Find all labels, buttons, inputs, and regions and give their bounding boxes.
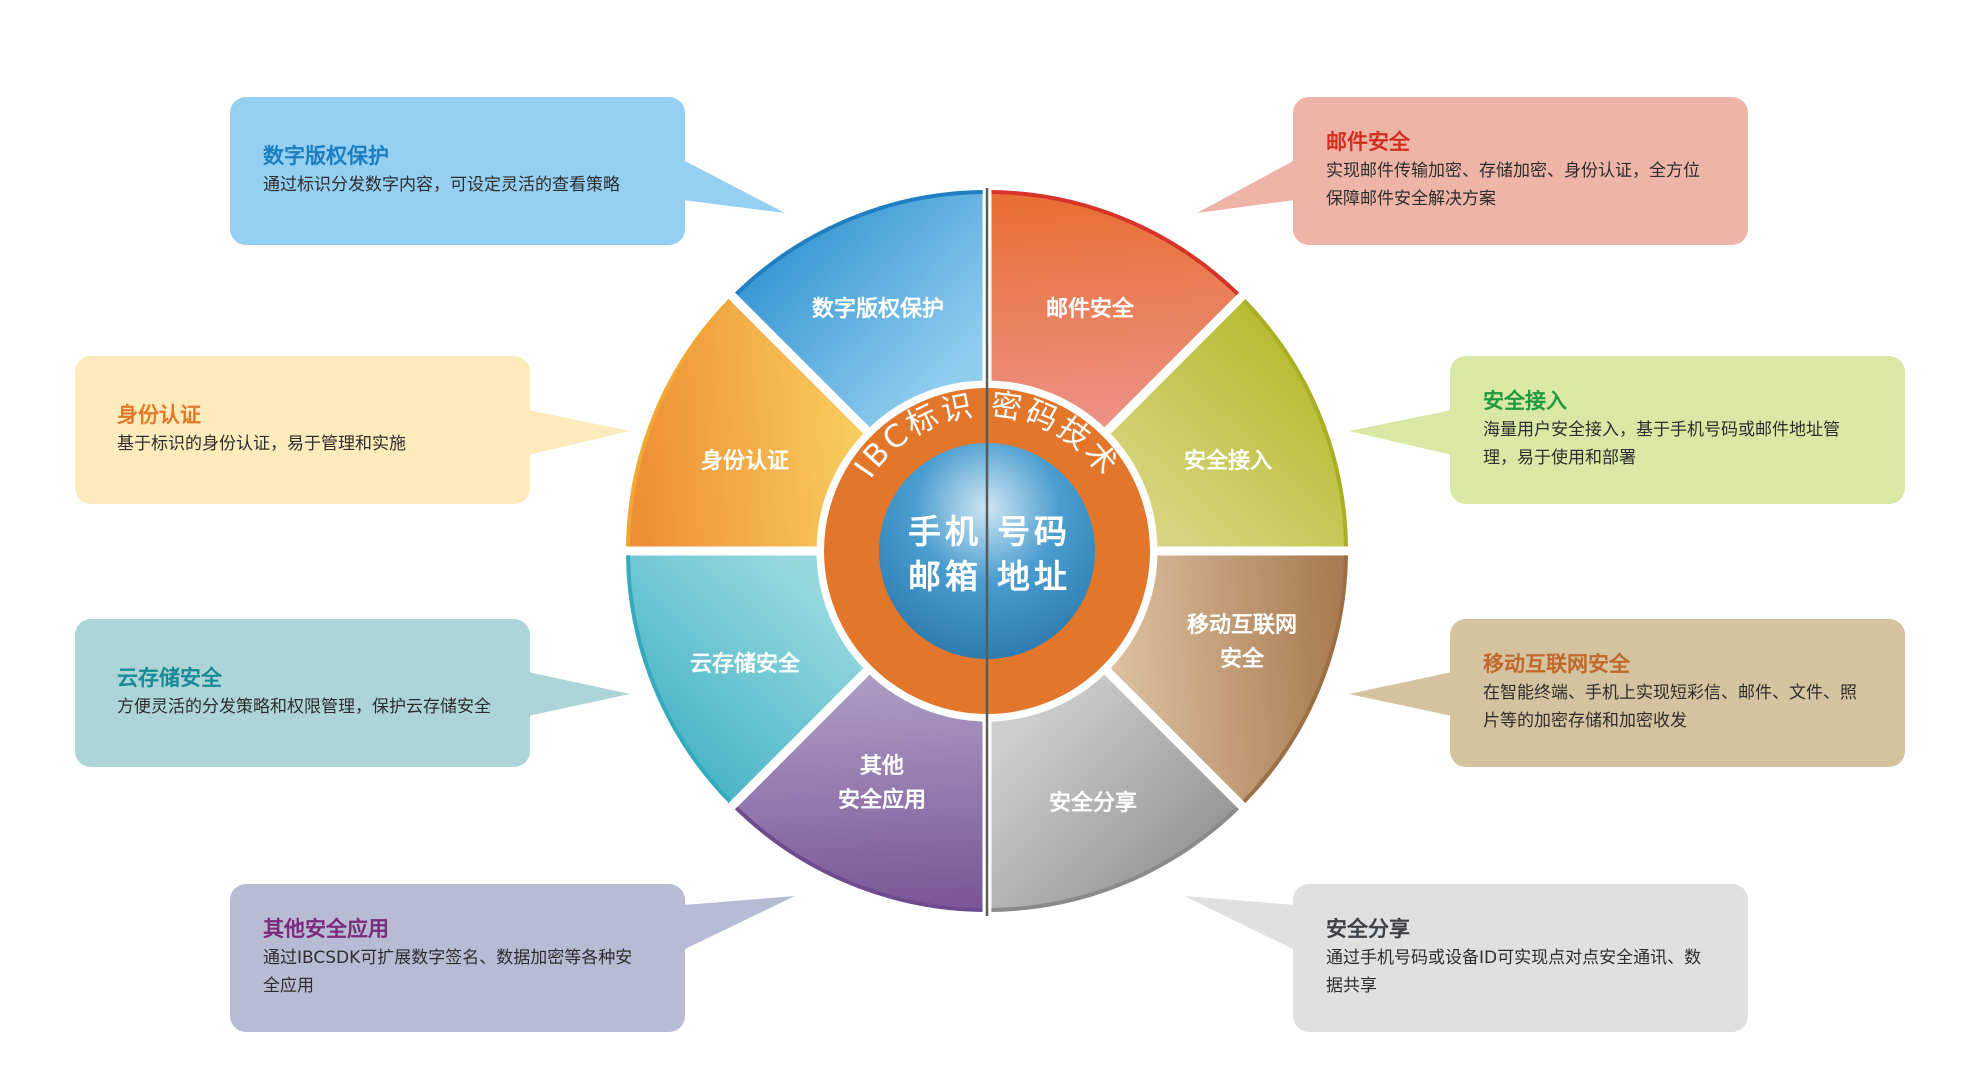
callout-title: 邮件安全 [1326,130,1410,154]
segment-label-mobile-internet: 移动互联网 [1187,612,1297,638]
callout-description: 基于标识的身份认证，易于管理和实施 [117,434,406,454]
segment-edge-cloud-storage [626,555,732,804]
callout-pointer-other-apps [683,896,795,950]
segment-edge-digital-rights [734,190,983,296]
callout-cloud-storage: 云存储安全方便灵活的分发策略和权限管理，保护云存储安全 [75,619,530,767]
segment-edge-identity-auth [626,298,732,547]
segment-label-mobile-internet: 安全 [1220,646,1265,672]
callout-pointer-cloud-storage [528,672,630,716]
segment-edge-other-apps [734,806,983,912]
callout-description: 海量用户安全接入，基于手机号码或邮件地址管理，易于使用和部署 [1483,420,1840,468]
callout-pointers [528,160,1452,950]
callout-title: 数字版权保护 [263,144,389,168]
callout-title: 其他安全应用 [263,917,389,941]
callout-pointer-secure-share [1184,896,1295,950]
callout-description: 在智能终端、手机上实现短彩信、邮件、文件、照片等的加密存储和加密收发 [1483,683,1857,731]
segment-edge-email-security [991,190,1240,296]
callout-email-security: 邮件安全实现邮件传输加密、存储加密、身份认证，全方位保障邮件安全解决方案 [1293,97,1748,245]
callout-other-apps: 其他安全应用通过IBCSDK可扩展数字签名、数据加密等各种安全应用 [230,884,685,1032]
callout-pointer-email-security [1197,160,1295,213]
callout-description: 方便灵活的分发策略和权限管理，保护云存储安全 [117,697,491,717]
callout-pointer-mobile-internet [1349,672,1452,716]
callout-title: 安全分享 [1326,917,1410,941]
segment-label-identity-auth: 身份认证 [701,448,789,474]
segment-edge-secure-share [991,806,1240,912]
callout-title: 云存储安全 [117,666,222,690]
callout-secure-access: 安全接入海量用户安全接入，基于手机号码或邮件地址管理，易于使用和部署 [1450,356,1905,504]
callout-title: 身份认证 [117,403,201,427]
segment-edge-mobile-internet [1242,555,1348,804]
callout-mobile-internet: 移动互联网安全在智能终端、手机上实现短彩信、邮件、文件、照片等的加密存储和加密收… [1450,619,1905,767]
center-text-mailbox: 邮箱 [908,557,982,596]
callout-pointer-secure-access [1349,410,1452,455]
segment-label-cloud-storage: 云存储安全 [690,651,801,677]
callout-title: 安全接入 [1483,389,1567,413]
callout-pointer-identity-auth [528,410,630,455]
wheel [617,181,1357,921]
callout-description: 通过IBCSDK可扩展数字签名、数据加密等各种安全应用 [263,948,633,996]
callout-description: 通过标识分发数字内容，可设定灵活的查看策略 [263,175,620,195]
segment-label-secure-share: 安全分享 [1049,790,1137,816]
segment-label-other-apps: 其他 [860,754,904,779]
callout-identity-auth: 身份认证基于标识的身份认证，易于管理和实施 [75,356,530,504]
callout-title: 移动互联网安全 [1483,652,1630,676]
callout-description: 实现邮件传输加密、存储加密、身份认证，全方位保障邮件安全解决方案 [1326,161,1700,209]
center-text-phone: 手机 [908,512,982,551]
segment-label-secure-access: 安全接入 [1184,448,1272,474]
callout-secure-share: 安全分享通过手机号码或设备ID可实现点对点安全通讯、数据共享 [1293,884,1748,1032]
segment-edge-secure-access [1242,298,1348,547]
center-text-number: 号码 [997,512,1071,551]
center-text-address: 地址 [997,557,1071,596]
segment-label-digital-rights: 数字版权保护 [812,296,944,322]
segment-label-email-security: 邮件安全 [1046,296,1135,322]
segment-label-other-apps: 安全应用 [838,787,926,813]
callout-digital-rights: 数字版权保护通过标识分发数字内容，可设定灵活的查看策略 [230,97,685,245]
callout-pointer-digital-rights [683,160,785,213]
callout-description: 通过手机号码或设备ID可实现点对点安全通讯、数据共享 [1326,948,1702,996]
